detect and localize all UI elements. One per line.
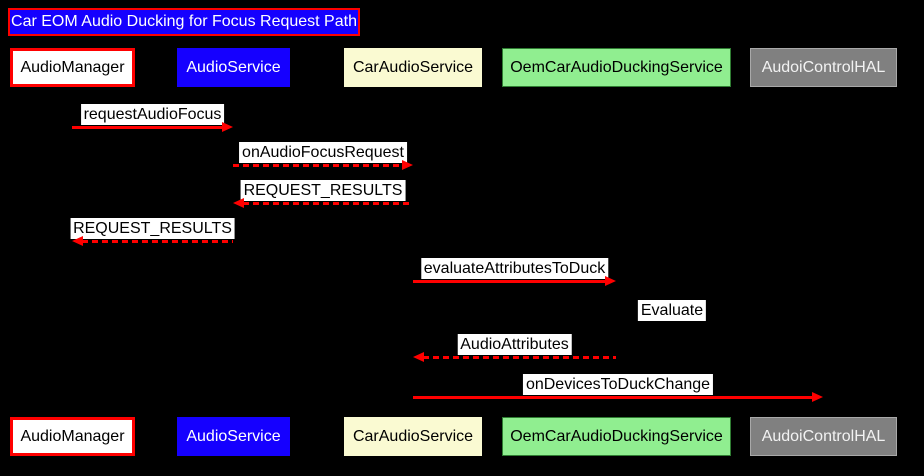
participant-car-audio-service-bottom: CarAudioService — [344, 417, 482, 456]
message-4-line — [82, 240, 233, 243]
message-7-label: AudioAttributes — [457, 334, 572, 355]
participant-audoi-control-hal-top: AudoiControlHAL — [750, 48, 897, 87]
diagram-title: Car EOM Audio Ducking for Focus Request … — [8, 8, 360, 36]
participant-oem-car-audio-ducking-service-top: OemCarAudioDuckingService — [502, 48, 731, 87]
message-4-arrowhead — [72, 236, 83, 246]
message-2-label: onAudioFocusRequest — [239, 142, 407, 163]
message-8-line — [413, 396, 813, 399]
message-1-line — [72, 126, 223, 129]
participant-audio-manager-top: AudioManager — [10, 48, 135, 87]
participant-oem-car-audio-ducking-service-bottom: OemCarAudioDuckingService — [502, 417, 731, 456]
message-5-arrowhead — [605, 276, 616, 286]
message-3-label: REQUEST_RESULTS — [240, 180, 406, 201]
participant-audio-manager-bottom: AudioManager — [10, 417, 135, 456]
message-5-line — [413, 280, 606, 283]
message-2-arrowhead — [402, 160, 413, 170]
message-2-line — [233, 164, 403, 167]
participant-audio-service-bottom: AudioService — [177, 417, 290, 456]
message-8-arrowhead — [812, 392, 823, 402]
message-3-arrowhead — [233, 198, 244, 208]
message-1-arrowhead — [222, 122, 233, 132]
message-6-label: Evaluate — [637, 300, 707, 321]
message-3-line — [243, 202, 413, 205]
message-5-label: evaluateAttributesToDuck — [420, 258, 609, 279]
message-7-line — [423, 356, 616, 359]
participant-audoi-control-hal-bottom: AudoiControlHAL — [750, 417, 897, 456]
message-4-label: REQUEST_RESULTS — [70, 218, 235, 239]
message-1-label: requestAudioFocus — [80, 104, 225, 125]
message-8-label: onDevicesToDuckChange — [522, 374, 714, 395]
message-7-arrowhead — [413, 352, 424, 362]
participant-car-audio-service-top: CarAudioService — [344, 48, 482, 87]
participant-audio-service-top: AudioService — [177, 48, 290, 87]
